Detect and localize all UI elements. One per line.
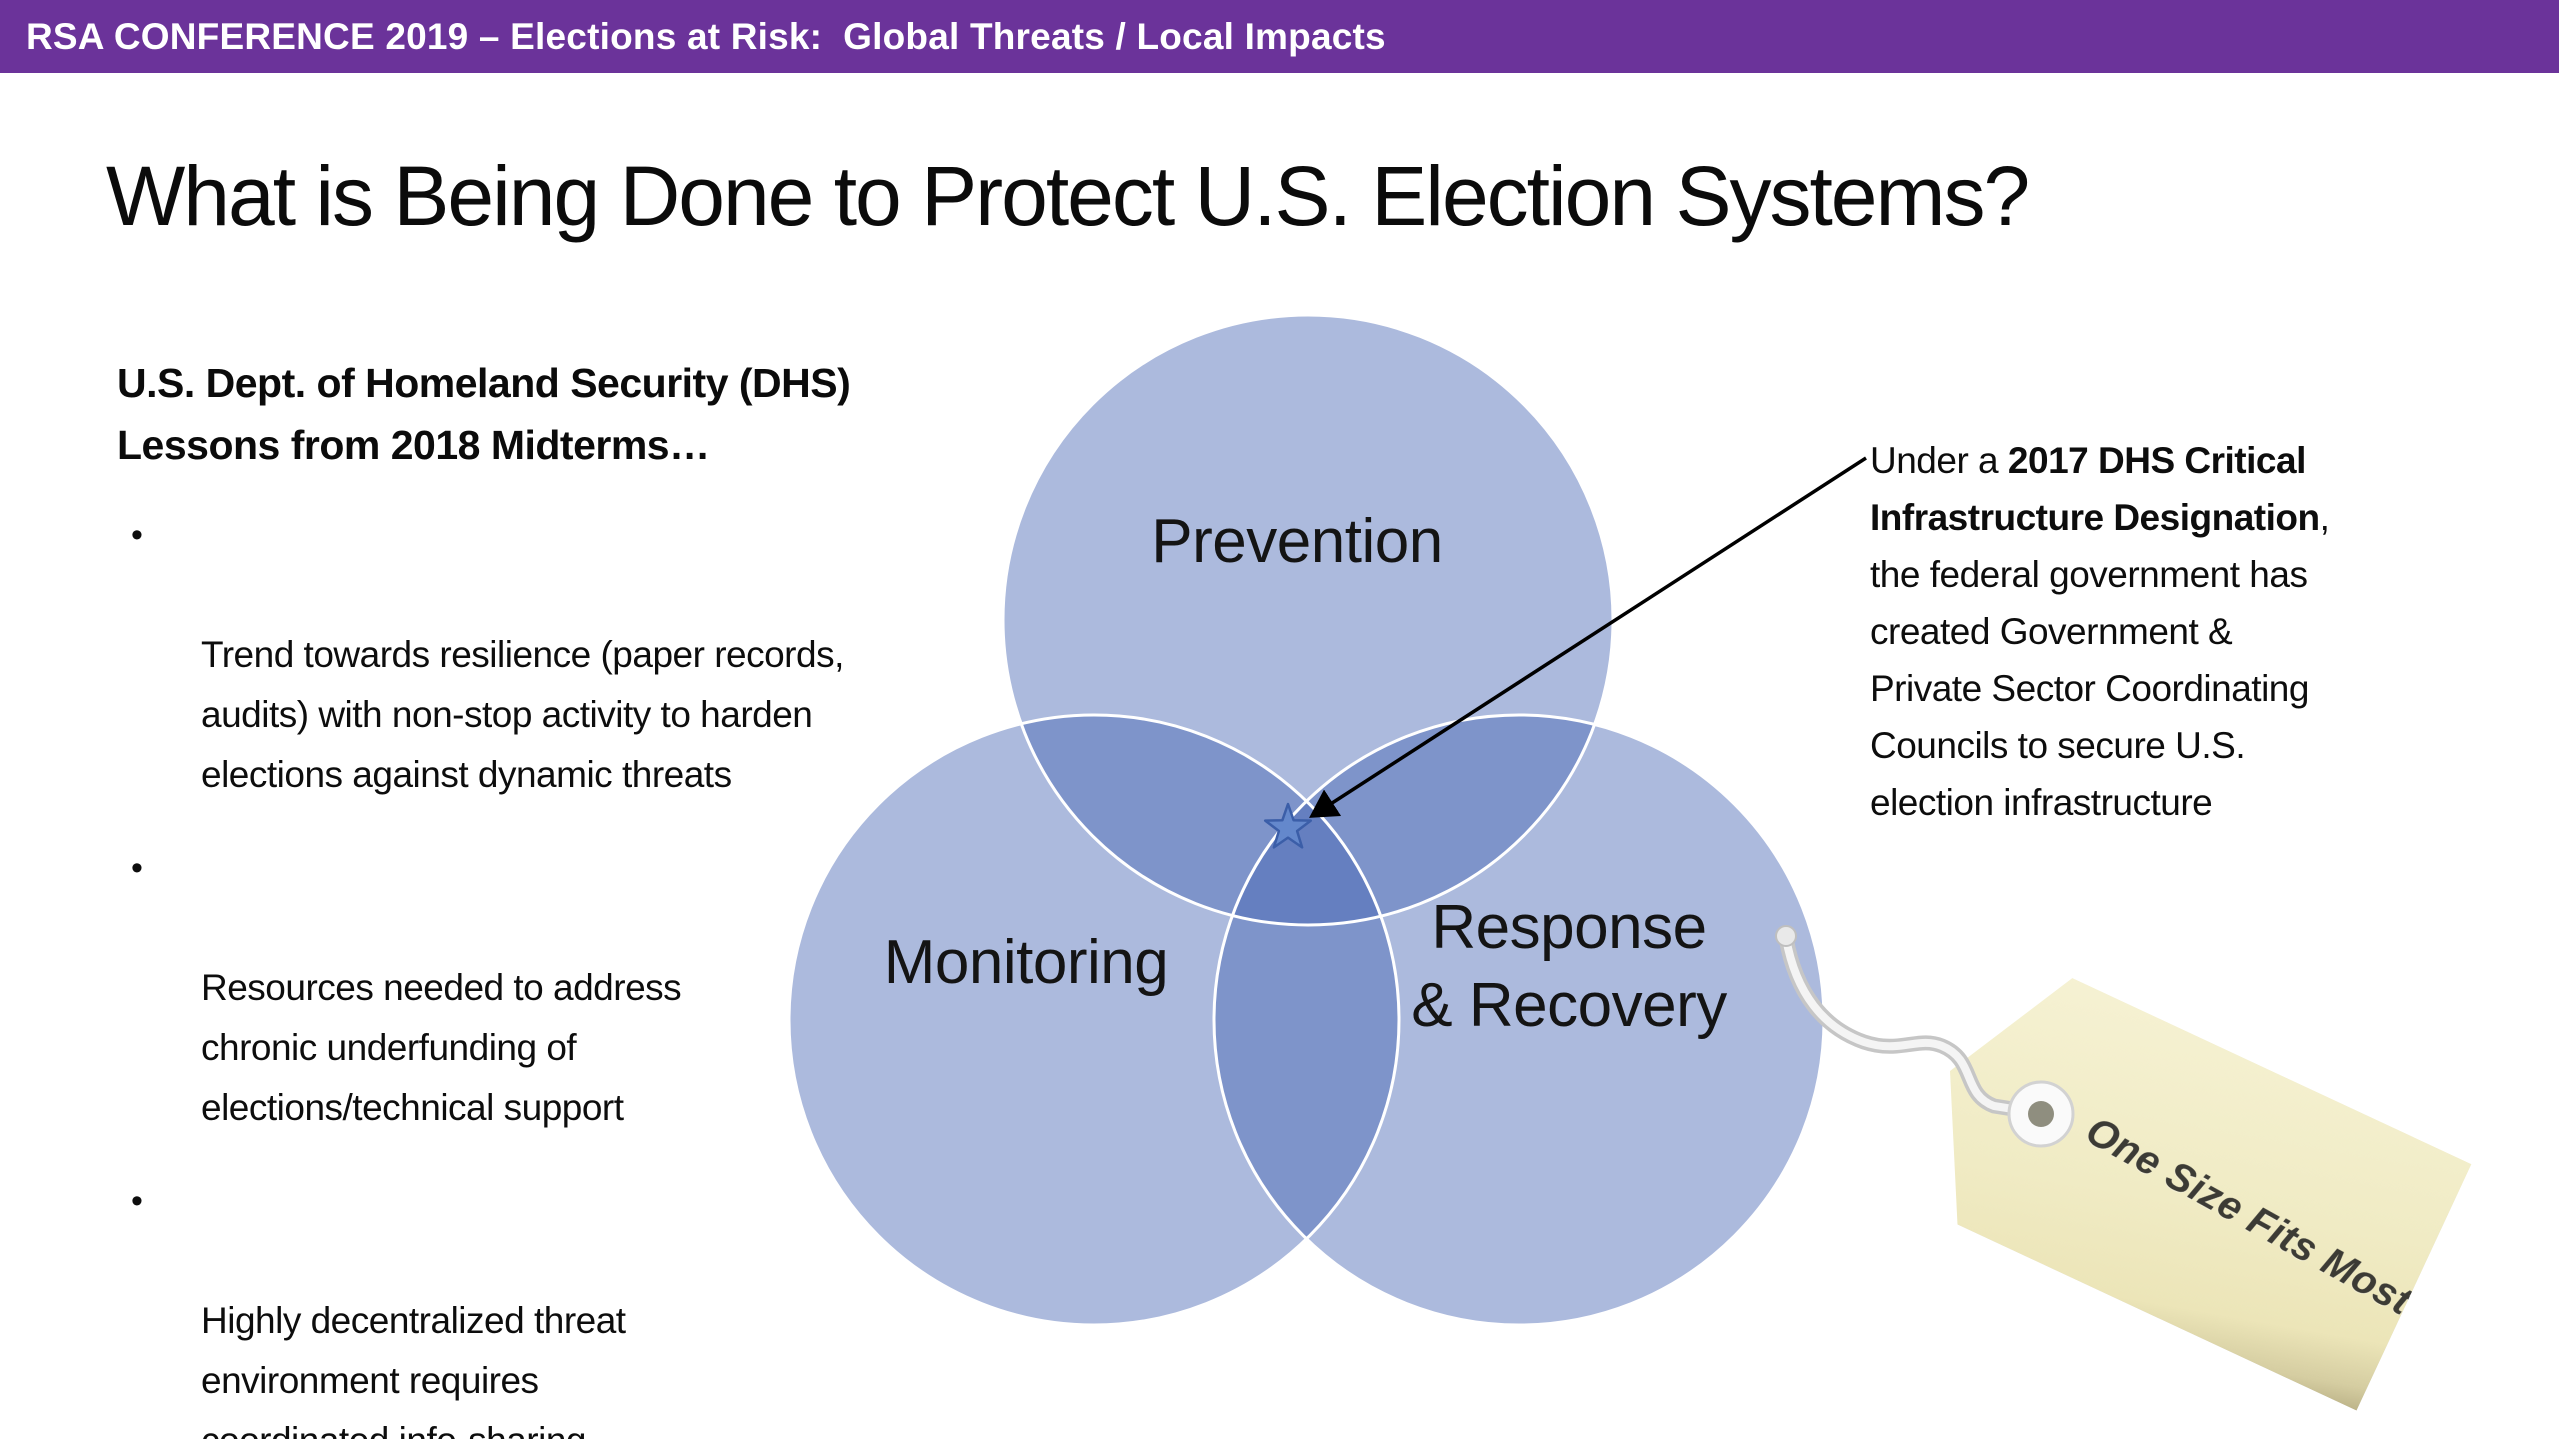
bullet-text: Highly decentralized threat environment …: [201, 1300, 626, 1439]
bullet-item: • Resources needed to address chronic un…: [131, 838, 1031, 1138]
panel-heading: U.S. Dept. of Homeland Security (DHS) Le…: [117, 360, 851, 468]
venn-circle-prevention: [1003, 315, 1613, 925]
note-text-bold: 2017 DHS Critical Infrastructure Designa…: [1870, 440, 2320, 538]
venn-label-prevention: Prevention: [1151, 507, 1443, 576]
bullet-text: Resources needed to address chronic unde…: [201, 967, 682, 1128]
bullet-list: • Trend towards resilience (paper record…: [131, 505, 1031, 1439]
header-bar-text: RSA CONFERENCE 2019 – Elections at Risk:…: [26, 15, 1386, 57]
header-bar: RSA CONFERENCE 2019 – Elections at Risk:…: [0, 0, 2559, 73]
star-icon: [1263, 802, 1313, 849]
venn-label-monitoring: Monitoring: [883, 928, 1169, 997]
bullet-marker: •: [131, 1182, 143, 1220]
tag-label: One Size Fits Most: [2078, 1108, 2420, 1324]
string-knot-icon: [1775, 925, 1797, 947]
venn-outline-prevention: [1001, 313, 1615, 927]
bullet-text: Trend towards resilience (paper records,…: [201, 634, 844, 795]
venn-label-response: Response & Recovery: [1411, 893, 1727, 1040]
dhs-designation-note: Under a 2017 DHS Critical Infrastructure…: [1870, 375, 2490, 831]
bullet-marker: •: [131, 849, 143, 887]
note-text-suffix: , the federal government has created Gov…: [1870, 497, 2330, 823]
bullet-item: • Trend towards resilience (paper record…: [131, 505, 1031, 805]
bullet-marker: •: [131, 516, 143, 554]
one-size-tag: One Size Fits Most: [1893, 948, 2472, 1411]
page-title: What is Being Done to Protect U.S. Elect…: [106, 149, 2030, 243]
bullet-item: • Highly decentralized threat environmen…: [131, 1171, 1031, 1439]
note-text-prefix: Under a: [1870, 440, 2008, 481]
